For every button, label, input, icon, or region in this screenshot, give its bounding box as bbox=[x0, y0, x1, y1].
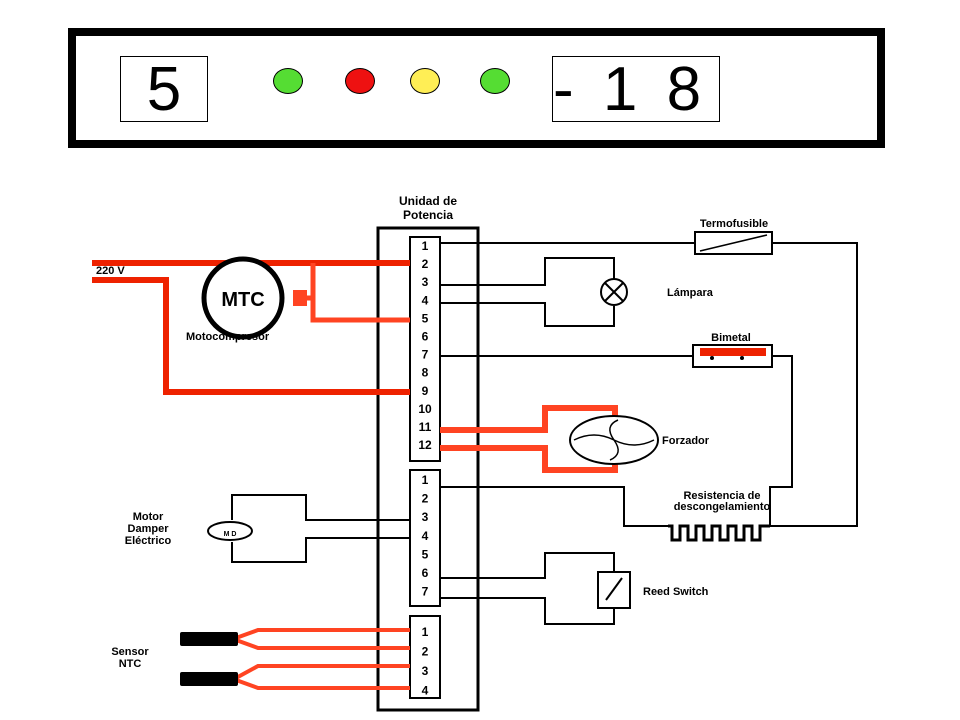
ntc-sensor-1-icon bbox=[180, 632, 238, 646]
damper-symbol: M D bbox=[224, 531, 237, 538]
bimetal-circuit bbox=[440, 355, 793, 526]
left-digit-display: 5 bbox=[120, 56, 208, 122]
block3-pin-labels: 1 2 3 4 bbox=[422, 625, 429, 698]
block1-pin-4: 4 bbox=[422, 293, 429, 307]
compressor-motor-icon bbox=[201, 256, 285, 340]
damper-label-line2: Damper bbox=[128, 523, 170, 535]
thermofuse-label: Termofusible bbox=[700, 218, 768, 230]
block2-pin-3: 3 bbox=[422, 510, 429, 524]
block1-pin-5: 5 bbox=[422, 311, 429, 325]
connector-block-1 bbox=[409, 236, 441, 462]
compressor-label: Motocompresor bbox=[186, 331, 270, 343]
block1-pin-3: 3 bbox=[422, 275, 429, 289]
block1-pin-11: 11 bbox=[419, 420, 432, 434]
connector-block-2 bbox=[409, 469, 441, 607]
damper-label-line1: Motor bbox=[133, 511, 164, 523]
sensor-label-line2: NTC bbox=[119, 658, 142, 670]
voltage-label: 220 V bbox=[96, 265, 125, 277]
defrost-heater-icon bbox=[668, 524, 770, 542]
block1-pin-10: 10 bbox=[418, 402, 432, 416]
supply-line-bottom bbox=[92, 277, 410, 395]
right-digit-display: - 1 8 bbox=[552, 56, 720, 122]
block1-pin-9: 9 bbox=[422, 384, 429, 398]
block1-pin-2: 2 bbox=[422, 257, 429, 271]
block2-pin-5: 5 bbox=[422, 547, 429, 561]
block2-pin-4: 4 bbox=[422, 529, 429, 543]
led-green-2 bbox=[480, 68, 510, 94]
connector-block-3 bbox=[409, 615, 441, 699]
block3-pin-4: 4 bbox=[422, 684, 429, 698]
fan-wires bbox=[440, 405, 618, 473]
block1-pin-6: 6 bbox=[422, 330, 429, 344]
block2-pin-2: 2 bbox=[422, 492, 429, 506]
block2-pin-7: 7 bbox=[422, 585, 429, 599]
compressor-symbol: MTC bbox=[221, 289, 264, 311]
ntc-sensor-2-icon bbox=[180, 672, 238, 686]
sensor-label-line1: Sensor bbox=[111, 646, 149, 658]
bimetal-label: Bimetal bbox=[711, 332, 751, 344]
lamp-label: Lámpara bbox=[667, 287, 714, 299]
led-red bbox=[345, 68, 375, 94]
thermofuse-circuit bbox=[440, 242, 858, 527]
block1-pin-12: 12 bbox=[418, 438, 432, 452]
block2-pin-6: 6 bbox=[422, 566, 429, 580]
block3-pin-3: 3 bbox=[422, 664, 429, 678]
led-green-1 bbox=[273, 68, 303, 94]
power-unit-label-line1: Unidad de bbox=[399, 194, 457, 208]
defrost-label-line2: descongelamiento bbox=[674, 501, 771, 513]
block2-pin-labels: 1 2 3 4 5 6 7 bbox=[422, 473, 429, 599]
power-unit-label-line2: Potencia bbox=[403, 208, 453, 222]
reed-switch-icon bbox=[597, 571, 631, 609]
block1-pin-8: 8 bbox=[422, 366, 429, 380]
fan-label: Forzador bbox=[662, 435, 710, 447]
block3-pin-1: 1 bbox=[422, 625, 429, 639]
block1-pin-7: 7 bbox=[422, 348, 429, 362]
damper-label-line3: Eléctrico bbox=[125, 535, 172, 547]
defrost-label-line1: Resistencia de bbox=[683, 490, 760, 502]
reed-label: Reed Switch bbox=[643, 586, 709, 598]
block1-pin-1: 1 bbox=[422, 239, 429, 253]
sensor-wires bbox=[235, 628, 410, 690]
control-panel: 5 - 1 8 bbox=[68, 28, 885, 148]
damper-motor-icon bbox=[207, 521, 253, 541]
block2-pin-1: 1 bbox=[422, 473, 429, 487]
reed-circuit bbox=[440, 552, 615, 625]
compressor-terminal bbox=[293, 290, 307, 306]
block3-pin-2: 2 bbox=[422, 645, 429, 659]
led-yellow bbox=[410, 68, 440, 94]
